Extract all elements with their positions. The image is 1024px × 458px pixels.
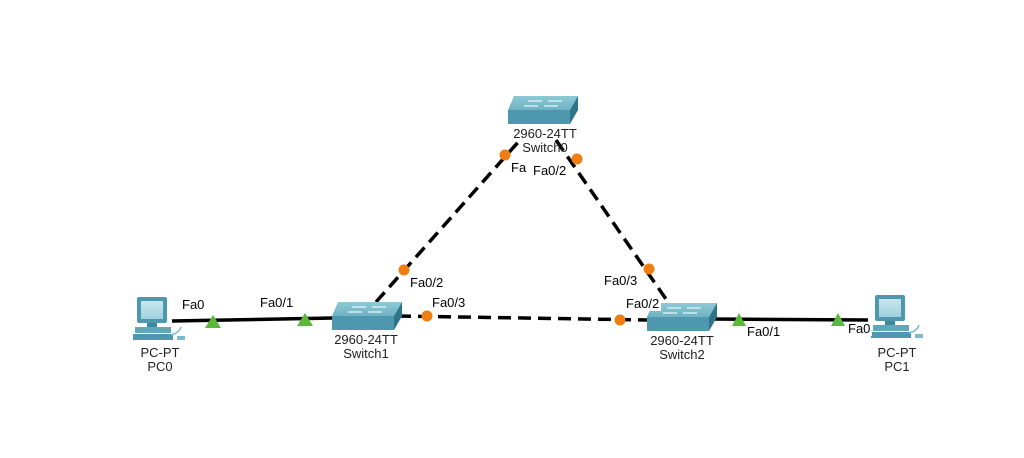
port-label-pc1-fa0: Fa0 <box>846 321 873 336</box>
link-blocking-indicator <box>614 314 626 326</box>
link-blocking-indicator <box>398 264 410 276</box>
pc0-label: PC-PT PC0 <box>141 346 180 374</box>
port-label-switch2-fa0-2: Fa0/2 <box>624 296 662 311</box>
pc0-name: PC0 <box>147 359 173 374</box>
switch0-model: 2960-24TT <box>513 126 577 141</box>
link-blocking-indicator <box>643 263 655 275</box>
switch1-name: Switch1 <box>343 346 389 361</box>
pc1-model: PC-PT <box>877 345 917 360</box>
link-switch0-switch2[interactable] <box>554 139 670 303</box>
pc1-name: PC1 <box>884 359 910 374</box>
port-label-switch0-fa: Fa <box>509 160 529 175</box>
link-up-indicator <box>297 313 313 326</box>
link-up-indicator <box>732 313 746 326</box>
switch0-name: Switch0 <box>522 140 568 155</box>
switch2-label: 2960-24TT Switch2 <box>650 334 714 362</box>
switch1-label: 2960-24TT Switch1 <box>334 333 398 361</box>
port-label-pc0-fa0: Fa0 <box>182 297 205 312</box>
link-switch1-switch0[interactable] <box>374 138 522 304</box>
link-up-indicator <box>205 315 221 328</box>
link-switch1-switch2[interactable] <box>397 314 649 322</box>
pc1-label: PC-PT PC1 <box>878 346 917 374</box>
link-blocking-indicator <box>571 153 583 165</box>
switch2-icon[interactable] <box>647 303 717 331</box>
port-label-switch0-fa0-2: Fa0/2 <box>531 163 569 178</box>
link-blocking-indicator <box>499 149 511 161</box>
port-label-switch1-fa0-3: Fa0/3 <box>432 295 466 310</box>
switch2-model: 2960-24TT <box>650 333 714 348</box>
switch1-icon[interactable] <box>332 302 402 330</box>
pc1-icon[interactable] <box>871 295 923 338</box>
link-blocking-indicator <box>421 310 433 322</box>
link-up-indicator <box>831 313 845 326</box>
port-label-switch2-fa0-1: Fa0/1 <box>747 324 781 339</box>
switch1-model: 2960-24TT <box>334 332 398 347</box>
switch0-icon[interactable] <box>508 96 578 124</box>
port-label-switch1-fa0-1: Fa0/1 <box>260 295 294 310</box>
pc0-model: PC-PT <box>140 345 180 360</box>
port-label-switch1-fa0-2: Fa0/2 <box>410 275 444 290</box>
port-label-switch2-fa0-3: Fa0/3 <box>604 273 638 288</box>
pc0-icon[interactable] <box>133 297 185 340</box>
switch2-name: Switch2 <box>659 347 705 362</box>
switch0-label: 2960-24TT Switch0 <box>513 127 577 155</box>
